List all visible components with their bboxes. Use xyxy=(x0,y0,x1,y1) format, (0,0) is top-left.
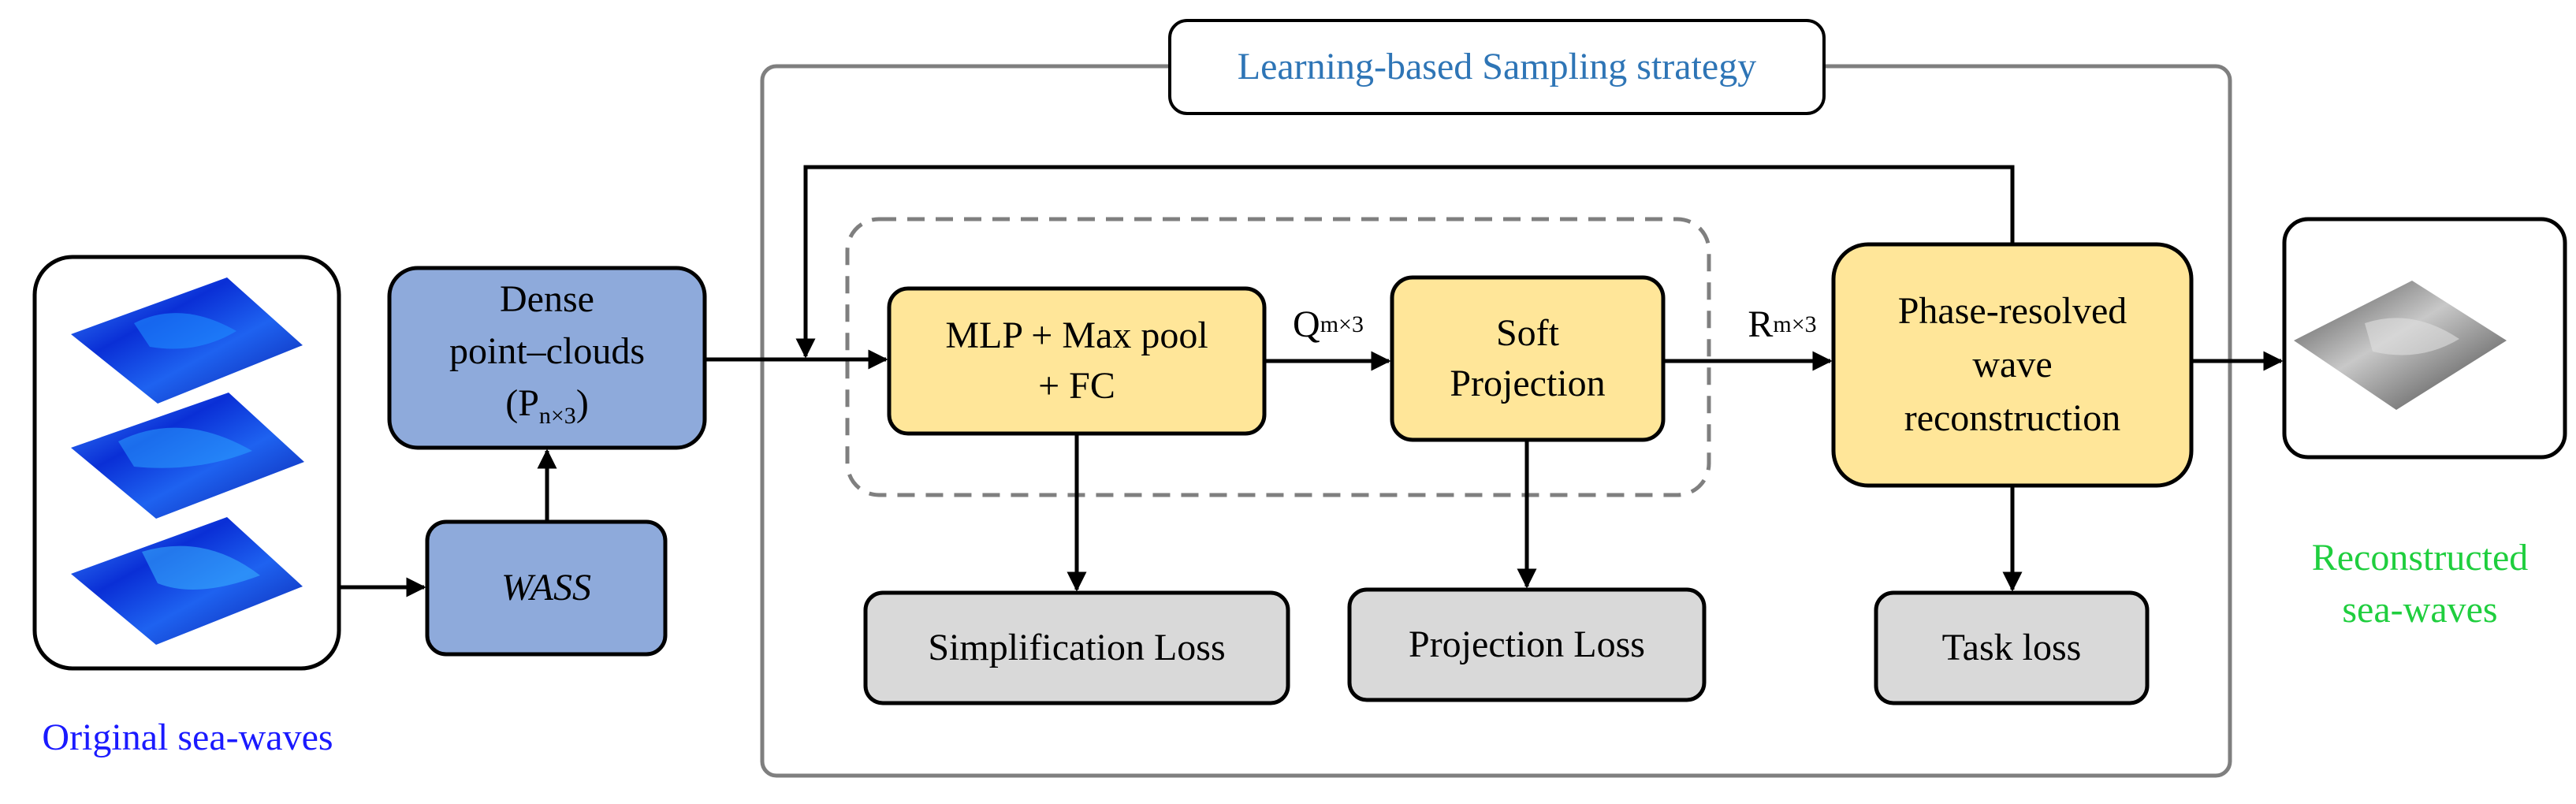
mlp-label: MLP + Max pool + FC xyxy=(945,315,1208,407)
projection-loss-box xyxy=(1347,587,1707,702)
feedback-loop-arrow xyxy=(795,165,2015,359)
dense-pointcloud-label: Dense point–clouds (Pn×3) xyxy=(389,268,705,448)
dense-line3: (Pn×3) xyxy=(505,382,589,429)
simplification-loss-label: Simplification Loss xyxy=(928,627,1226,668)
title-box xyxy=(1168,19,1826,115)
soft-projection-label: Soft Projection xyxy=(1450,312,1606,404)
connectors xyxy=(339,165,2284,597)
dense-line1: Dense xyxy=(500,278,594,320)
reconstructed-caption-line2: sea-waves xyxy=(2342,589,2498,631)
simplification-loss-box xyxy=(863,590,1290,705)
projection-loss-label: Projection Loss xyxy=(1409,623,1645,665)
task-loss-box xyxy=(1874,590,2150,705)
diagram-title: Learning-based Sampling strategy xyxy=(1237,46,1757,87)
wass-label: WASS xyxy=(501,567,591,609)
phase-resolved-label: Phase-resolved wave reconstruction xyxy=(1897,290,2127,439)
reconstructed-wave-patch xyxy=(2294,281,2507,410)
original-caption: Original sea-waves xyxy=(42,717,333,758)
reconstructed-caption-line1: Reconstructed xyxy=(2311,537,2529,579)
dense-line2: point–clouds xyxy=(449,330,645,372)
sampler-dashed-group xyxy=(845,217,1711,497)
original-wave-patches xyxy=(71,277,304,645)
task-loss-label: Task loss xyxy=(1941,627,2082,668)
